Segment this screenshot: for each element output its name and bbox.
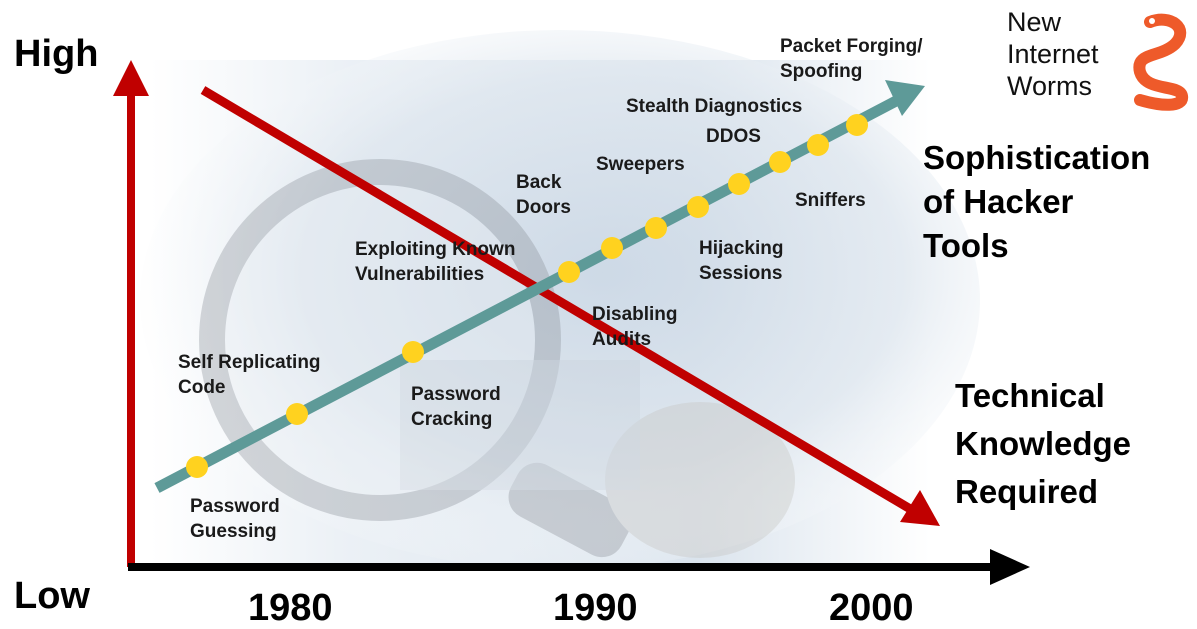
sophistication-title-line: of Hacker	[923, 183, 1074, 220]
x-axis	[128, 549, 1030, 585]
y-axis-low-label: Low	[14, 575, 90, 617]
tool-label-self-replicating-code: Self Replicating Code	[178, 350, 321, 400]
tool-label-exploiting-known-vulnerabilities: Exploiting Known Vulnerabilities	[355, 237, 515, 287]
tool-label-line: Doors	[516, 197, 571, 218]
tool-label-line: Self Replicating	[178, 352, 321, 373]
tool-label-line: Spoofing	[780, 61, 863, 82]
tool-label-line: Stealth Diagnostics	[626, 96, 803, 117]
tool-label-back-doors: Back Doors	[516, 170, 571, 220]
tool-markers	[186, 114, 868, 478]
tool-label-password-cracking: Password Cracking	[411, 382, 501, 432]
tool-label-line: Cracking	[411, 409, 493, 430]
tool-marker	[402, 341, 424, 363]
sophistication-title-line: Sophistication	[923, 139, 1151, 176]
tool-label-line: Code	[178, 377, 226, 398]
tool-label-line: Guessing	[190, 521, 277, 542]
tool-marker	[728, 173, 750, 195]
tool-marker	[769, 151, 791, 173]
tool-label-hijacking-sessions: Hijacking Sessions	[699, 236, 783, 286]
x-tick-1980: 1980	[248, 587, 333, 629]
tool-marker	[687, 196, 709, 218]
y-axis	[113, 60, 149, 567]
worms-caption-line: New	[1007, 7, 1062, 37]
worms-caption-line: Worms	[1007, 71, 1092, 101]
sophistication-arrowhead	[885, 80, 925, 116]
x-tick-1990: 1990	[553, 587, 638, 629]
tool-label-line: Hijacking	[699, 238, 784, 259]
tool-label-line: DDOS	[706, 126, 761, 147]
tool-label-line: Disabling	[592, 304, 678, 325]
x-axis-arrowhead	[990, 549, 1030, 585]
tool-marker	[807, 134, 829, 156]
tool-marker	[601, 237, 623, 259]
tool-label-line: Audits	[592, 329, 652, 350]
tool-marker	[186, 456, 208, 478]
x-tick-2000: 2000	[829, 587, 914, 629]
knowledge-title-line: Required	[955, 473, 1099, 510]
tool-label-line: Packet Forging/	[780, 36, 923, 57]
tool-marker	[286, 403, 308, 425]
tool-label-disabling-audits: Disabling Audits	[592, 302, 678, 352]
knowledge-trend-line	[200, 86, 940, 526]
tool-label-password-guessing: Password Guessing	[190, 494, 280, 544]
knowledge-arrowhead	[900, 490, 940, 526]
tool-label-sweepers: Sweepers	[596, 152, 685, 177]
tool-label-line: Sweepers	[596, 154, 685, 175]
tool-label-line: Exploiting Known	[355, 239, 516, 260]
tool-label-sniffers: Sniffers	[795, 188, 866, 213]
tool-marker	[558, 261, 580, 283]
y-axis-high-label: High	[14, 33, 99, 75]
tool-label-ddos: DDOS	[706, 124, 761, 149]
worms-caption: New Internet Worms	[1007, 6, 1099, 102]
tool-label-line: Sessions	[699, 263, 783, 284]
y-axis-arrowhead	[113, 60, 149, 96]
worm-icon	[1133, 13, 1188, 111]
tool-label-line: Sniffers	[795, 190, 866, 211]
tool-marker	[846, 114, 868, 136]
tool-label-line: Back	[516, 172, 562, 193]
sophistication-title: Sophistication of Hacker Tools	[923, 136, 1150, 268]
sophistication-title-line: Tools	[923, 227, 1009, 264]
tool-marker	[645, 217, 667, 239]
worms-caption-line: Internet	[1007, 39, 1099, 69]
tool-label-line: Vulnerabilities	[355, 264, 485, 285]
knowledge-title-line: Technical	[955, 377, 1105, 414]
tool-label-stealth-diagnostics: Stealth Diagnostics	[626, 94, 802, 119]
tool-label-packet-forging-spoofing: Packet Forging/ Spoofing	[780, 34, 923, 84]
knowledge-title-line: Knowledge	[955, 425, 1132, 462]
knowledge-title: Technical Knowledge Required	[955, 372, 1131, 516]
tool-label-line: Password	[190, 496, 280, 517]
tool-label-line: Password	[411, 384, 501, 405]
